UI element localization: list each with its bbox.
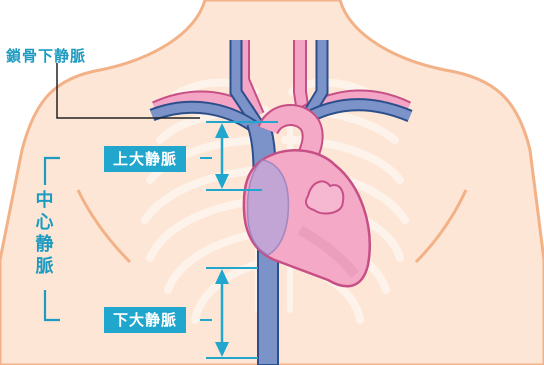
label-superior-vena-cava: 上大静脈 — [104, 146, 186, 172]
label-central-vein: 中心静脈 — [34, 190, 56, 278]
label-inferior-vena-cava: 下大静脈 — [104, 307, 186, 333]
label-subclavian-vein: 鎖骨下静脈 — [6, 45, 86, 66]
